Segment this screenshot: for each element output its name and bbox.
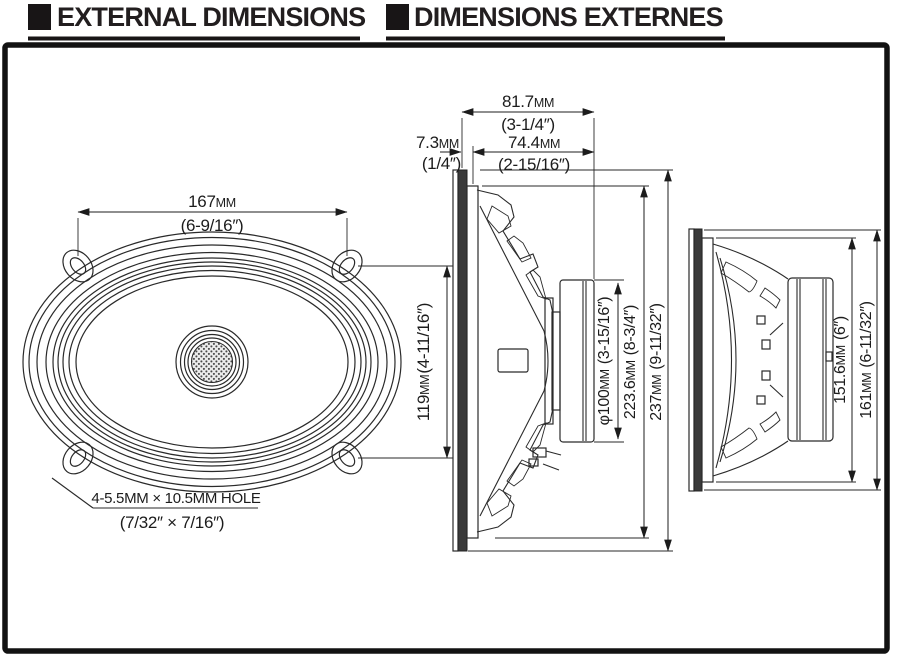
end-view: 151.6MM(6″) 161MM(6-11/32″)	[688, 228, 881, 492]
total-depth-label: 81.7MM	[502, 92, 554, 111]
front-height-dimension: 119MM(4-11/16″)	[358, 265, 453, 459]
front-depth-inches: (1/4″)	[422, 154, 461, 173]
speaker-rings	[22, 231, 402, 493]
total-depth-inches: (3-1/4″)	[501, 115, 555, 134]
front-width-label: 167MM	[188, 192, 236, 211]
tweeter-mesh	[190, 340, 234, 384]
front-width-inches: (6-9/16″)	[181, 216, 244, 235]
rear-depth-label: 74.4MM	[508, 133, 560, 152]
tweeter	[175, 325, 249, 399]
front-height-label: 119MM(4-11/16″)	[414, 303, 433, 421]
hole-spec-label: 4-5.5MM × 10.5MM HOLE	[91, 490, 260, 507]
front-depth-label: 7.3MM	[416, 133, 459, 152]
end-magnet	[787, 277, 834, 442]
side-magnet	[559, 279, 595, 443]
magnet-diameter-label: φ100MM(3-15/16″)	[596, 297, 613, 426]
side-terminal	[528, 447, 562, 471]
side-gasket	[457, 169, 468, 552]
side-view: 81.7MM (3-1/4″) 7.3MM (1/4″) 74.4MM (2-1…	[416, 92, 673, 552]
header-bullet-fr	[386, 4, 409, 30]
frame-height-label: 223.6MM(8-3/4″)	[622, 305, 639, 419]
hole-callout: 4-5.5MM × 10.5MM HOLE (7/32″ × 7/16″)	[51, 477, 261, 532]
rear-depth-inches: (2-15/16″)	[498, 155, 570, 174]
header-bullet-en	[28, 4, 51, 30]
header: EXTERNAL DIMENSIONS DIMENSIONS EXTERNES	[28, 2, 725, 41]
front-width-dimension: 167MM (6-9/16″)	[77, 192, 348, 256]
header-title-fr: DIMENSIONS EXTERNES	[414, 2, 723, 32]
header-title-en: EXTERNAL DIMENSIONS	[57, 2, 365, 32]
front-view: 167MM (6-9/16″) 119MM(4-11/16″) 4-5.5MM …	[22, 192, 453, 532]
side-top-plate	[544, 297, 554, 425]
side-basket	[476, 189, 554, 533]
end-total-height-label: 161MM(6-11/32″)	[858, 301, 875, 418]
side-height-dimensions: 223.6MM(8-3/4″) 237MM(9-11/32″)	[468, 169, 673, 552]
drawing-border	[2, 42, 890, 654]
end-gasket	[693, 228, 703, 492]
side-depth-dimensions: 81.7MM (3-1/4″) 7.3MM (1/4″) 74.4MM (2-1…	[416, 92, 595, 279]
end-flange	[701, 237, 714, 483]
end-basket	[712, 243, 789, 477]
total-height-label: 237MM(9-11/32″)	[648, 303, 665, 420]
end-height-dimensions: 151.6MM(6″) 161MM(6-11/32″)	[704, 229, 881, 491]
hole-spec-inches: (7/32″ × 7/16″)	[120, 513, 224, 532]
magnet-diameter-dimension: φ100MM(3-15/16″)	[594, 279, 624, 443]
end-frame-height-label: 151.6MM(6″)	[832, 316, 849, 404]
side-flange	[466, 185, 479, 539]
